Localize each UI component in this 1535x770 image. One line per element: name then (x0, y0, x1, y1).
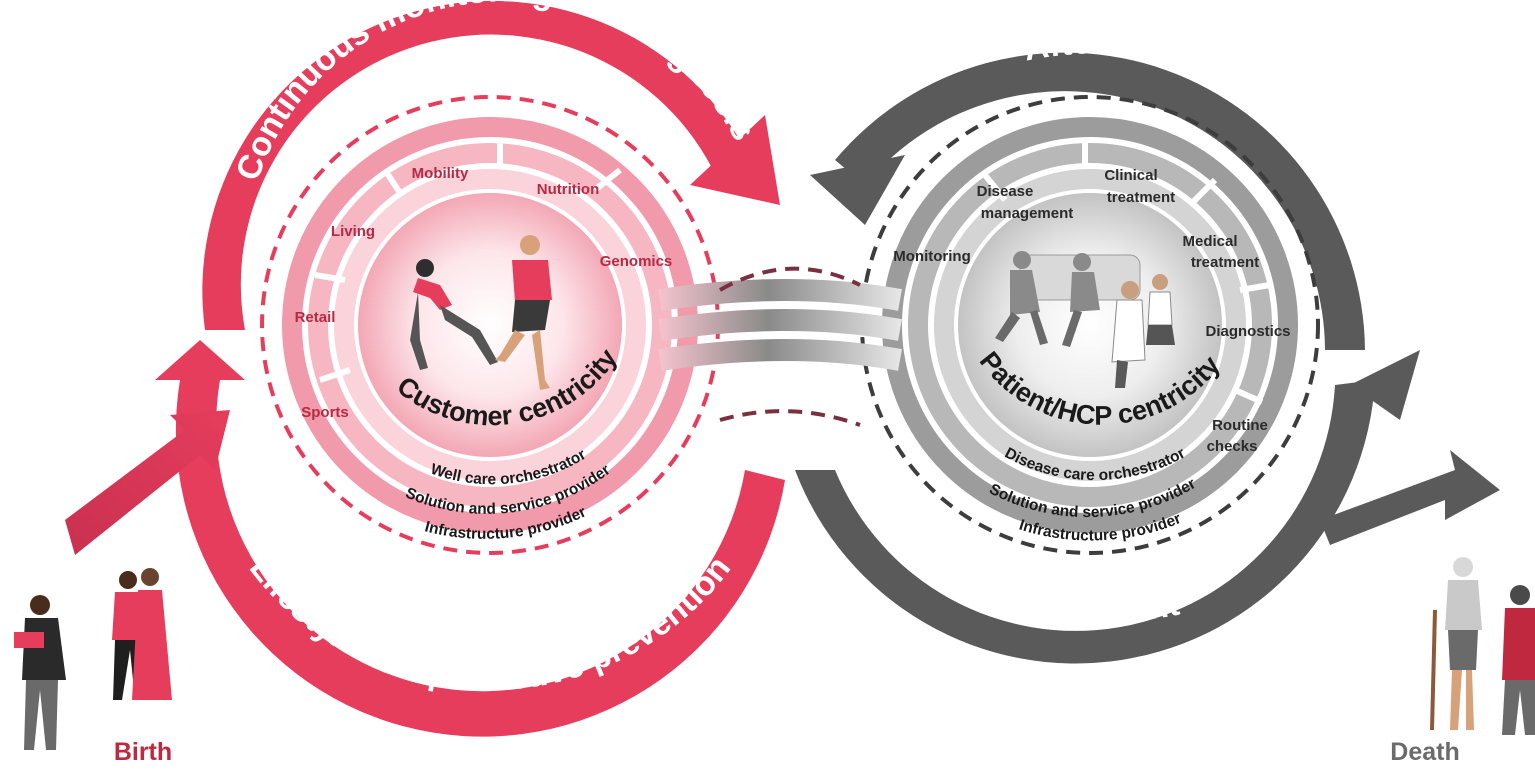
left-segment-dividers (314, 140, 622, 383)
segment-disease-line2: management (981, 205, 1074, 222)
treatment-arrow (795, 380, 1375, 664)
right-inner-ring (934, 169, 1246, 481)
segment-monitoring: Monitoring (893, 248, 970, 265)
segment-retail: Retail (295, 309, 336, 326)
segment-diagnostics: Diagnostics (1205, 323, 1290, 340)
segment-mobility: Mobility (412, 165, 469, 182)
segment-sports: Sports (301, 404, 349, 421)
bridge-dash-top (719, 266, 861, 292)
bridge-dash-bottom (719, 409, 861, 427)
birth-figures (14, 568, 172, 750)
death-label: Death (1390, 738, 1459, 765)
birth-arrow (65, 410, 230, 555)
treatment-label: Treatment (1018, 585, 1182, 631)
death-arrow (1320, 450, 1500, 545)
segment-routine-line2: checks (1207, 438, 1258, 455)
segment-medical-line2: treatment (1191, 254, 1259, 271)
left-core (358, 193, 622, 457)
segment-clinical-line1: Clinical (1104, 167, 1157, 184)
athletes-illustration (410, 235, 552, 390)
aftercare-arrowhead (810, 155, 905, 225)
prevention-arrow (175, 380, 785, 737)
right-segment-dividers (982, 140, 1271, 405)
bridge-bands (658, 279, 902, 371)
segment-routine-line1: Routine (1212, 417, 1268, 434)
prevention-arrowhead (155, 340, 245, 380)
segment-genomics: Genomics (600, 253, 673, 270)
birth-label: Birth (114, 738, 172, 765)
left-inner-ring (334, 169, 646, 481)
segment-clinical-line2: treatment (1107, 189, 1175, 206)
segment-disease-line1: Disease (977, 183, 1034, 200)
right-mid-ring (908, 143, 1272, 507)
death-figures (1430, 557, 1535, 735)
treatment-arrowhead (1350, 350, 1420, 420)
monitoring-arrow (202, 0, 740, 330)
medical-team-illustration (995, 251, 1175, 388)
monitoring-arrowhead (690, 115, 780, 205)
segment-living: Living (331, 223, 375, 240)
segment-medical-line1: Medical (1182, 233, 1237, 250)
segment-nutrition: Nutrition (537, 181, 599, 198)
aftercare-arrow (835, 52, 1365, 350)
